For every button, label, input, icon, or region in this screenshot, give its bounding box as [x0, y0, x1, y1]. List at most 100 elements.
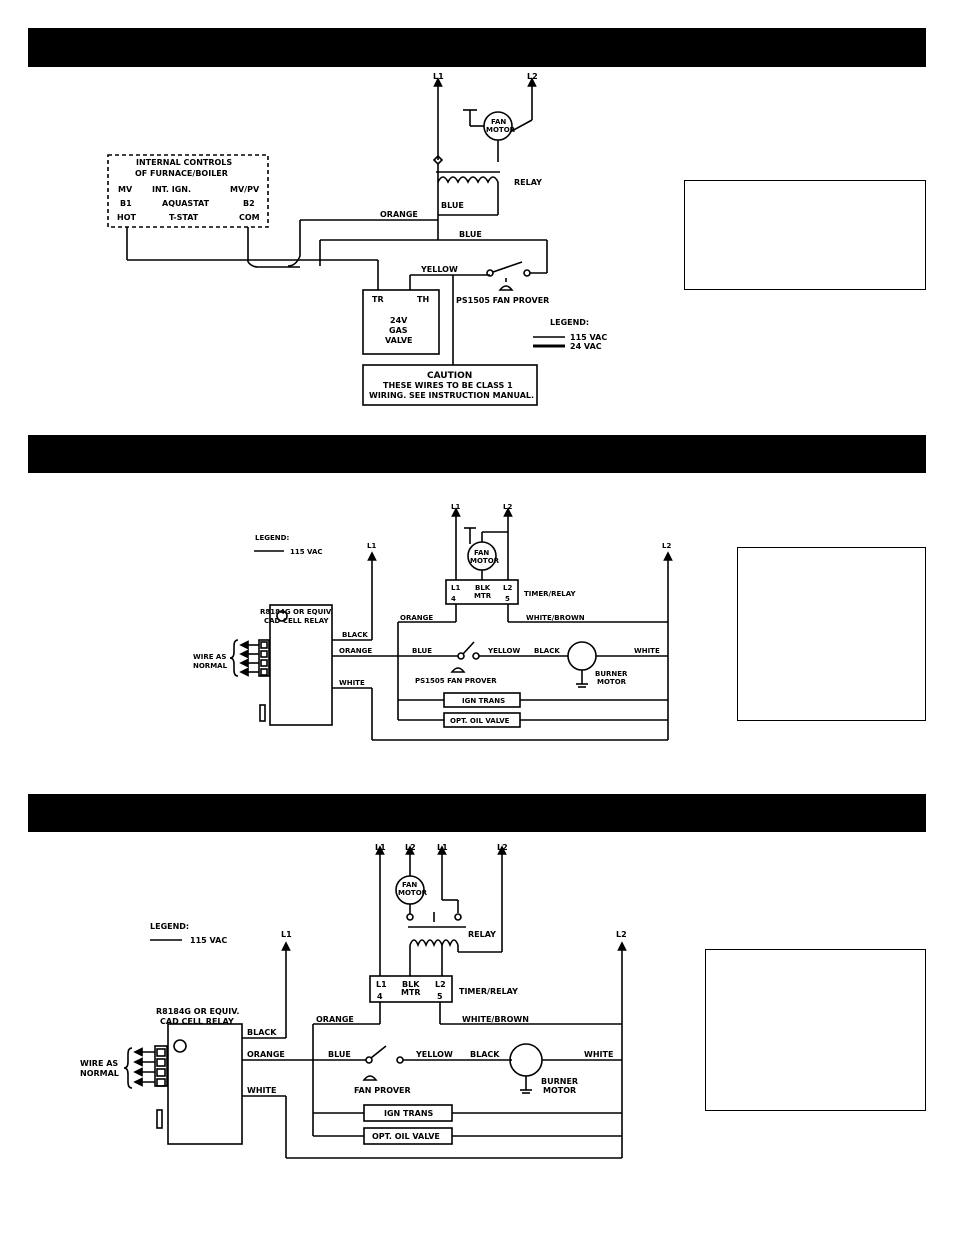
diagram-2 — [229, 507, 673, 741]
d1-prover-label: PS1505 FAN PROVER — [456, 296, 549, 305]
d3-black: BLACK — [247, 1028, 277, 1037]
d2-yellow: YELLOW — [487, 647, 520, 655]
d3-normal: NORMAL — [80, 1069, 119, 1078]
d3-timer-mtr: MTR — [401, 988, 421, 997]
d3-white: WHITE — [247, 1086, 276, 1095]
d3-white-brown: WHITE/BROWN — [462, 1015, 529, 1024]
d1-caution-title: CAUTION — [427, 371, 472, 381]
d3-burner: BURNER — [541, 1077, 578, 1086]
d3-orange: ORANGE — [247, 1050, 285, 1059]
d2-timer-5: 5 — [505, 595, 510, 603]
d3-relay-coil — [409, 939, 459, 948]
d2-black: BLACK — [342, 631, 368, 639]
d1-caution-1: THESE WIRES TO BE CLASS 1 — [383, 381, 513, 390]
diagram-3-labels: LEGEND: 115 VAC L1 L2 L1 L2 L1 L2 FAN MO… — [80, 843, 627, 1141]
d3-top-l2b: L2 — [497, 843, 508, 852]
section-header-bar-3 — [28, 794, 926, 832]
d3-legend-115: 115 VAC — [190, 936, 227, 945]
internal-controls-box — [107, 154, 269, 228]
d1-aquastat: AQUASTAT — [162, 199, 210, 208]
d3-cad-cell-relay — [167, 1023, 243, 1145]
d1-fan-label: FAN — [491, 118, 506, 126]
d3-timer-4: 4 — [377, 992, 383, 1001]
d3-top-l1b: L1 — [437, 843, 448, 852]
d1-com: COM — [239, 213, 260, 222]
relay-coil — [437, 176, 499, 184]
d2-timer-relay-box — [445, 579, 519, 605]
d2-cad-2: CAD CELL RELAY — [264, 617, 329, 625]
d2-l1-left: L1 — [367, 542, 376, 550]
d2-burner: BURNER — [595, 670, 628, 678]
d3-blue: BLUE — [328, 1050, 351, 1059]
d2-burner-motor: MOTOR — [597, 678, 627, 686]
d2-normal: NORMAL — [193, 662, 228, 670]
d2-white: WHITE — [339, 679, 365, 687]
diagram-2-labels: LEGEND: 115 VAC L1 L2 L1 L2 FAN MOTOR L1… — [193, 503, 671, 725]
d1-th: TH — [417, 295, 429, 304]
section-header-bar-2 — [28, 435, 926, 473]
d1-internal-1: INTERNAL CONTROLS — [136, 158, 232, 167]
d1-blue-label-2: BLUE — [459, 230, 482, 239]
d2-oil-valve: OPT. OIL VALVE — [450, 717, 510, 725]
d3-timer-relay-box — [369, 975, 453, 1003]
d2-cad-1: R8184G OR EQUIV. — [260, 608, 333, 616]
d3-cad-2: CAD CELL RELAY — [160, 1017, 234, 1026]
d1-hot: HOT — [117, 213, 136, 222]
d1-mv: MV — [118, 185, 133, 194]
d2-timer-l2: L2 — [503, 584, 512, 592]
d2-timer-mtr: MTR — [474, 592, 492, 600]
d1-tstat: T-STAT — [169, 213, 199, 222]
d3-top-l1a: L1 — [375, 843, 386, 852]
diagram-1-labels: L1 L2 FAN MOTOR RELAY INTERNAL CONTROLS … — [117, 72, 607, 400]
d3-timer-l2: L2 — [435, 980, 446, 989]
d3-yellow: YELLOW — [415, 1050, 453, 1059]
diagram-3 — [123, 845, 627, 1159]
d3-white-2: WHITE — [584, 1050, 613, 1059]
d1-motor-label: MOTOR — [486, 126, 516, 134]
d3-wire-as: WIRE AS — [80, 1059, 118, 1068]
d2-ign-trans: IGN TRANS — [462, 697, 505, 705]
d1-caution-2: WIRING. SEE INSTRUCTION MANUAL. — [369, 391, 534, 400]
d3-timer-label: TIMER/RELAY — [459, 987, 518, 996]
d1-gas: GAS — [389, 326, 408, 335]
d3-oil-valve: OPT. OIL VALVE — [372, 1132, 440, 1141]
d3-timer-5: 5 — [437, 992, 443, 1001]
d1-24v: 24V — [390, 316, 408, 325]
d3-black-2: BLACK — [470, 1050, 500, 1059]
d1-legend-115: 115 VAC — [570, 333, 607, 342]
d3-legend: LEGEND: — [150, 922, 189, 931]
d3-motor: MOTOR — [398, 889, 428, 897]
d1-legend: LEGEND: — [550, 318, 589, 327]
d2-legend-115: 115 VAC — [290, 548, 323, 556]
d1-orange-label: ORANGE — [380, 210, 418, 219]
d3-l2-right: L2 — [616, 930, 627, 939]
d2-fan: FAN — [474, 549, 489, 557]
note-box-1 — [684, 180, 926, 290]
d1-legend-24: 24 VAC — [570, 342, 602, 351]
d1-internal-2: OF FURNACE/BOILER — [135, 169, 228, 178]
note-box-2 — [737, 547, 926, 721]
d3-burner-motor: MOTOR — [543, 1086, 576, 1095]
d3-l1-left: L1 — [281, 930, 292, 939]
d1-b2: B2 — [243, 199, 255, 208]
d1-l1-label: L1 — [433, 72, 444, 81]
d1-int-ign: INT. IGN. — [152, 185, 191, 194]
d1-relay-label: RELAY — [514, 178, 542, 187]
d2-orange: ORANGE — [339, 647, 372, 655]
d3-fan: FAN — [402, 881, 417, 889]
d2-white-brown: WHITE/BROWN — [526, 614, 585, 622]
d3-ign-trans: IGN TRANS — [384, 1109, 434, 1118]
d2-l2-right: L2 — [662, 542, 671, 550]
d1-tr: TR — [372, 295, 384, 304]
caution-box — [362, 364, 538, 406]
d2-white-2: WHITE — [634, 647, 660, 655]
d1-mvpv: MV/PV — [230, 185, 260, 194]
d2-prover: PS1505 FAN PROVER — [415, 677, 497, 685]
diagram-1 — [107, 77, 565, 406]
d2-orange-top: ORANGE — [400, 614, 433, 622]
d3-cad-1: R8184G OR EQUIV. — [156, 1007, 239, 1016]
note-box-3 — [705, 949, 926, 1111]
d2-legend: LEGEND: — [255, 534, 289, 542]
d3-timer-l1: L1 — [376, 980, 387, 989]
d2-timer-label: TIMER/RELAY — [524, 590, 576, 598]
